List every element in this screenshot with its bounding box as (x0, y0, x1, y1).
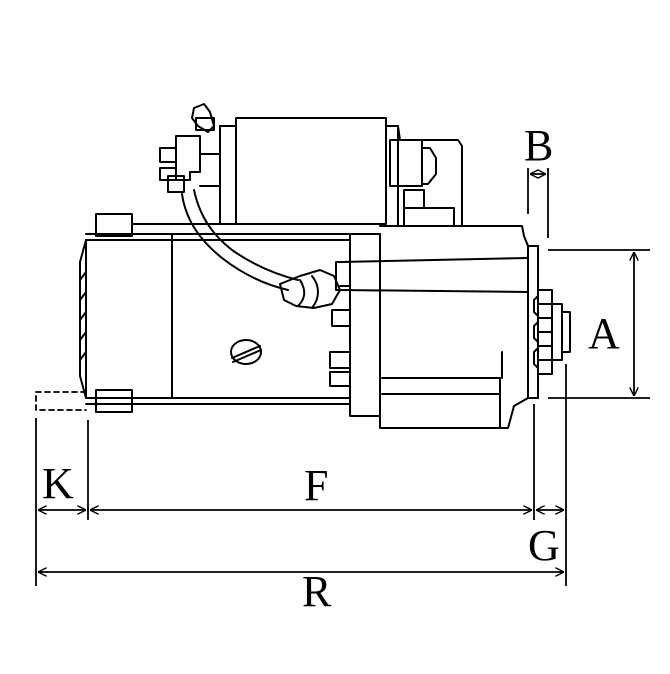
projection-outline (35, 391, 87, 411)
motor-housing (79, 213, 351, 413)
dimension-label-f: F (304, 461, 328, 510)
pinion-gear (533, 289, 571, 375)
dimension-label-k: K (42, 459, 74, 508)
solenoid (159, 103, 463, 227)
dimension-label-a: A (588, 309, 620, 358)
dimension-lines (35, 168, 650, 586)
housing-screw (230, 339, 262, 365)
field-cable (181, 189, 351, 309)
drive-end-housing (329, 225, 539, 429)
dimension-label-r: R (302, 567, 332, 616)
dimension-label-g: G (528, 521, 560, 570)
dimension-label-b: B (524, 121, 553, 170)
